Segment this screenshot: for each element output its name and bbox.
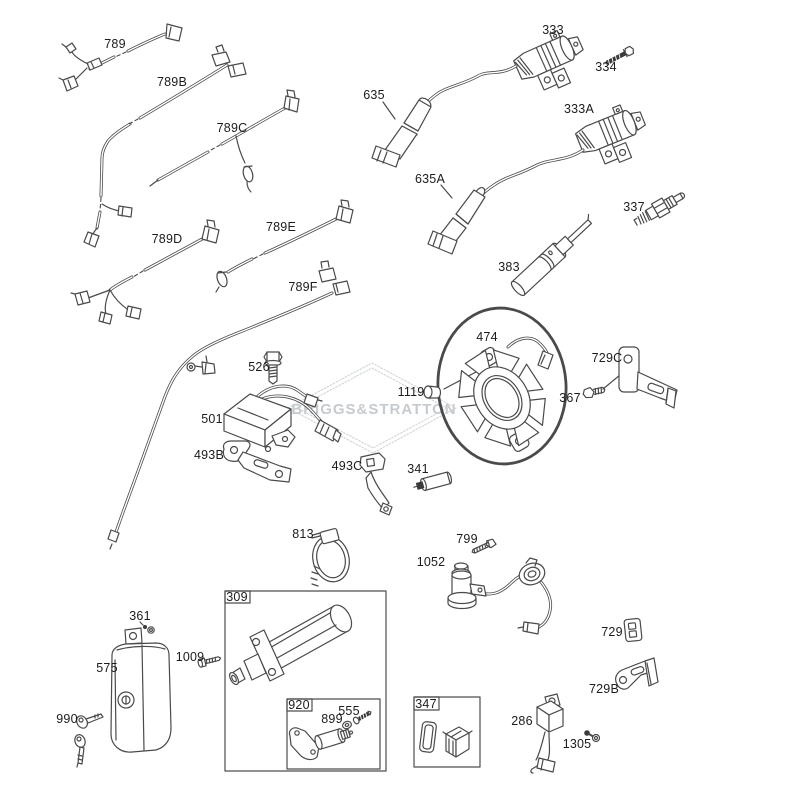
wire-harness-789D <box>70 219 220 325</box>
module-501 <box>223 384 342 453</box>
switch-housing-575 <box>110 627 172 753</box>
screw-526 <box>263 351 283 385</box>
bushing-1119 <box>423 385 442 399</box>
group-box-347 <box>413 696 481 768</box>
watermark-text: BRIGGS&STRATTON <box>291 401 456 418</box>
starter-solenoid-920 <box>288 710 372 761</box>
rocker-switch-347 <box>419 721 473 758</box>
stator-474 <box>443 336 554 452</box>
screw-1009 <box>197 656 222 668</box>
spark-plug-337 <box>633 192 686 226</box>
wire-harness-789E <box>215 199 354 293</box>
ignition-coil-333 <box>509 23 594 101</box>
group-box-920 <box>286 698 381 770</box>
fastener-361 <box>139 621 155 634</box>
starter-motor-309 <box>229 604 353 686</box>
clip-729 <box>623 617 643 643</box>
keys-990 <box>74 713 104 768</box>
bracket-729C <box>602 346 678 409</box>
hose-clamp-813 <box>310 527 350 587</box>
wire-harness-789F <box>107 260 351 550</box>
spark-plug-wire-635A <box>427 148 585 255</box>
wire-harness-789C <box>149 89 300 193</box>
screw-334 <box>605 45 634 65</box>
wire-harness-789B <box>83 44 247 248</box>
retainer-383 <box>510 213 593 297</box>
ignition-coil-333A <box>571 98 656 175</box>
bracket-493B <box>222 440 292 483</box>
screw-367 <box>582 386 606 399</box>
wire-harness-789 <box>58 23 183 92</box>
screw-799 <box>471 538 497 554</box>
diode-286 <box>530 693 564 774</box>
spark-plug-wire-635 <box>371 64 518 168</box>
screw-1305 <box>584 730 601 743</box>
bracket-493C <box>359 452 393 516</box>
terminal-341 <box>413 471 453 492</box>
bracket-729B <box>615 657 659 690</box>
solenoid-1052 <box>447 557 553 635</box>
group-box-309 <box>224 590 387 772</box>
briggs-stratton-watermark: BRIGGS&STRATTON <box>287 362 457 454</box>
